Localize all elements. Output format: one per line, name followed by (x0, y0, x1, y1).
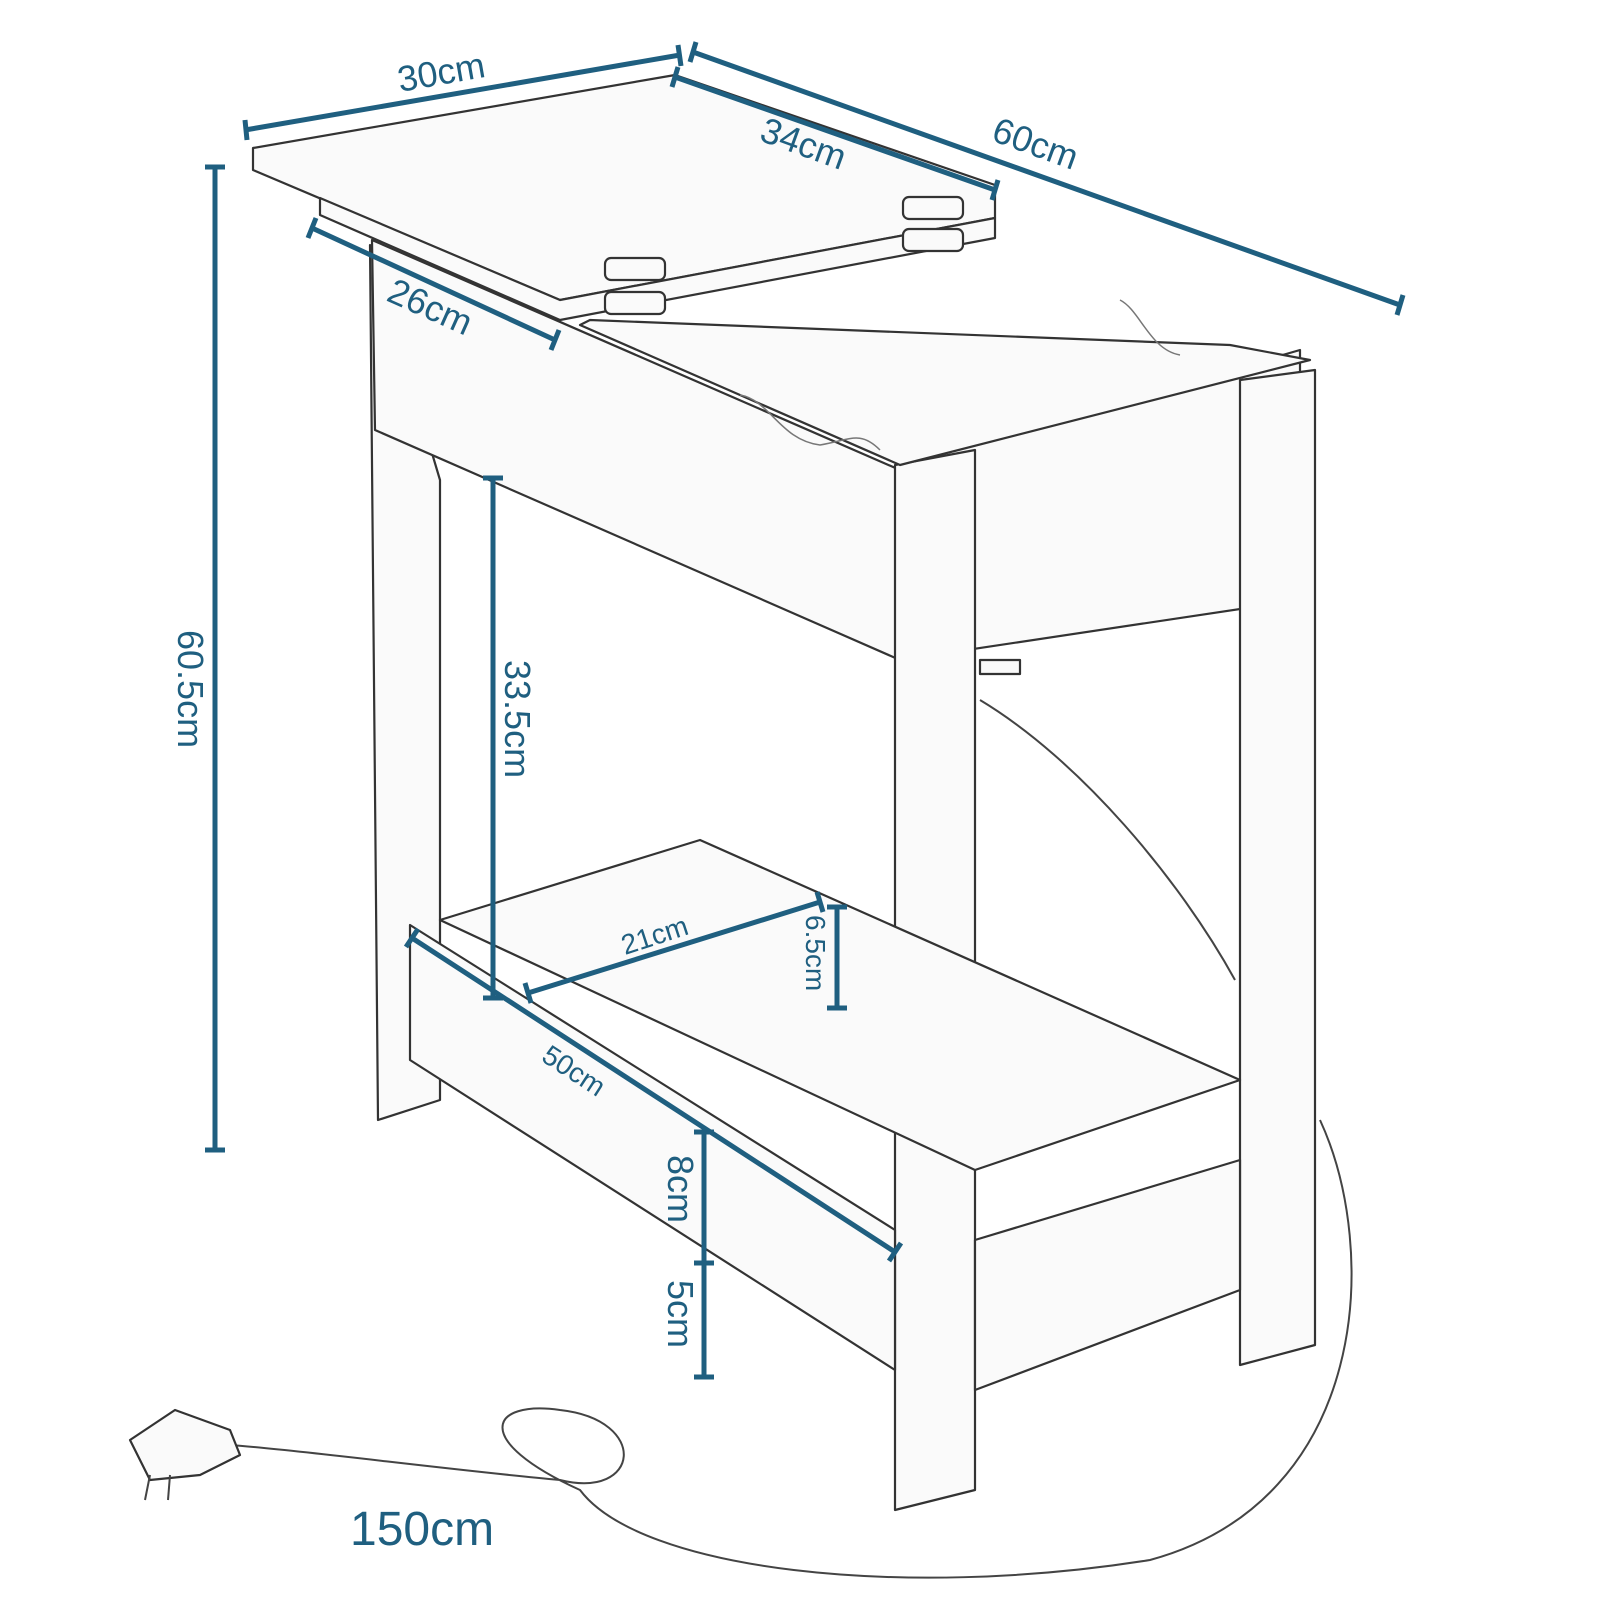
total-depth-label: 60cm (987, 109, 1084, 178)
total-height-label: 60.5cm (170, 630, 211, 748)
floor-clearance-label: 5cm (660, 1280, 701, 1348)
hinge-icon (603, 290, 667, 316)
handle-cutout-rear (1119, 299, 1181, 356)
shelf-rail-label: 6.5cm (800, 915, 831, 991)
usb-port-icon (978, 658, 1022, 676)
cord-length-label: 150cm (350, 1503, 494, 1556)
hinge-icon (603, 256, 667, 282)
dimension-lines (205, 41, 1406, 1380)
bottom-shelf (438, 838, 1242, 1172)
side-table-illustration (251, 73, 1317, 1512)
hinge-icon (901, 195, 965, 221)
fixed-top (578, 318, 1312, 467)
apron-height-label: 8cm (660, 1155, 701, 1223)
internal-cable (979, 699, 1236, 981)
handle-cutout (739, 394, 881, 451)
plug-icon (128, 1408, 242, 1501)
hinge-icon (901, 227, 965, 253)
open-height-label: 33.5cm (497, 660, 538, 778)
bottom-apron-right (973, 1158, 1242, 1392)
bottom-apron (408, 923, 897, 1372)
back-right-leg (1238, 368, 1317, 1367)
power-cord (229, 1119, 1353, 1579)
